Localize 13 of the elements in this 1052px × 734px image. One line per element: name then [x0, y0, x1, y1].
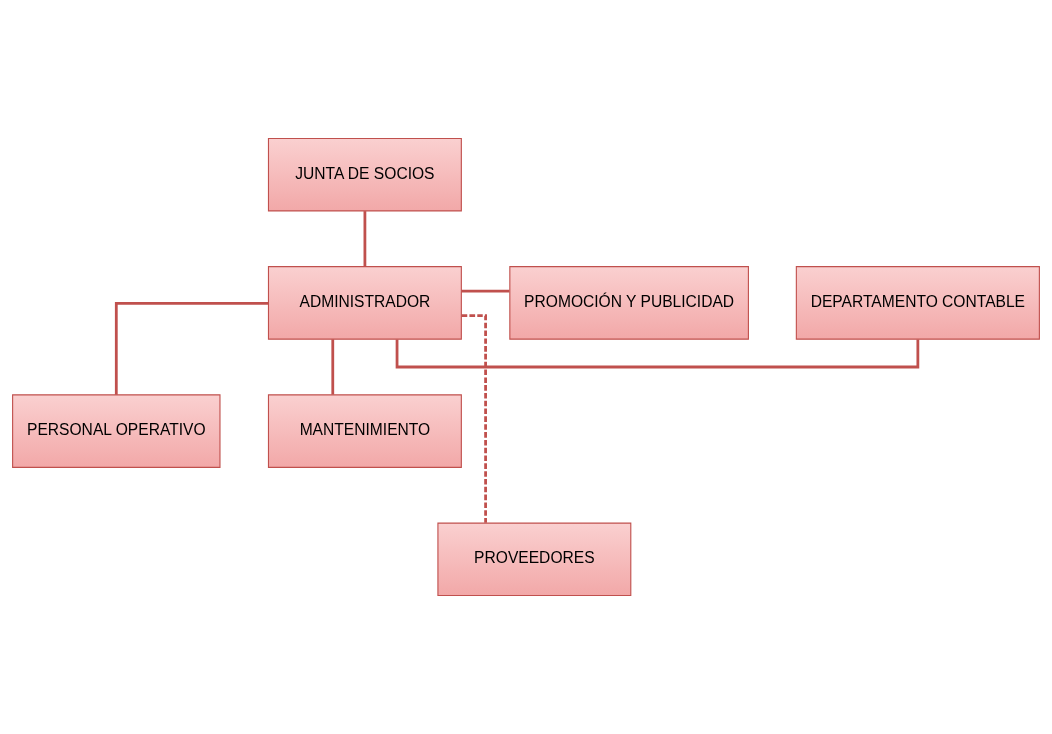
node-box: DEPARTAMENTO CONTABLE: [795, 266, 1040, 340]
node-box: PROMOCIÓN Y PUBLICIDAD: [509, 266, 749, 340]
connector: [331, 339, 335, 395]
node-box: JUNTA DE SOCIOS: [267, 137, 462, 212]
connector: [363, 211, 367, 267]
node-box: PERSONAL OPERATIVO: [12, 394, 221, 468]
node-box: ADMINISTRADOR: [267, 266, 462, 340]
connector: [395, 339, 920, 369]
node-box: PROVEEDORES: [437, 522, 632, 597]
connector: [114, 302, 269, 395]
connector: [461, 314, 487, 523]
node-box: MANTENIMIENTO: [267, 394, 462, 468]
connector: [461, 289, 510, 293]
